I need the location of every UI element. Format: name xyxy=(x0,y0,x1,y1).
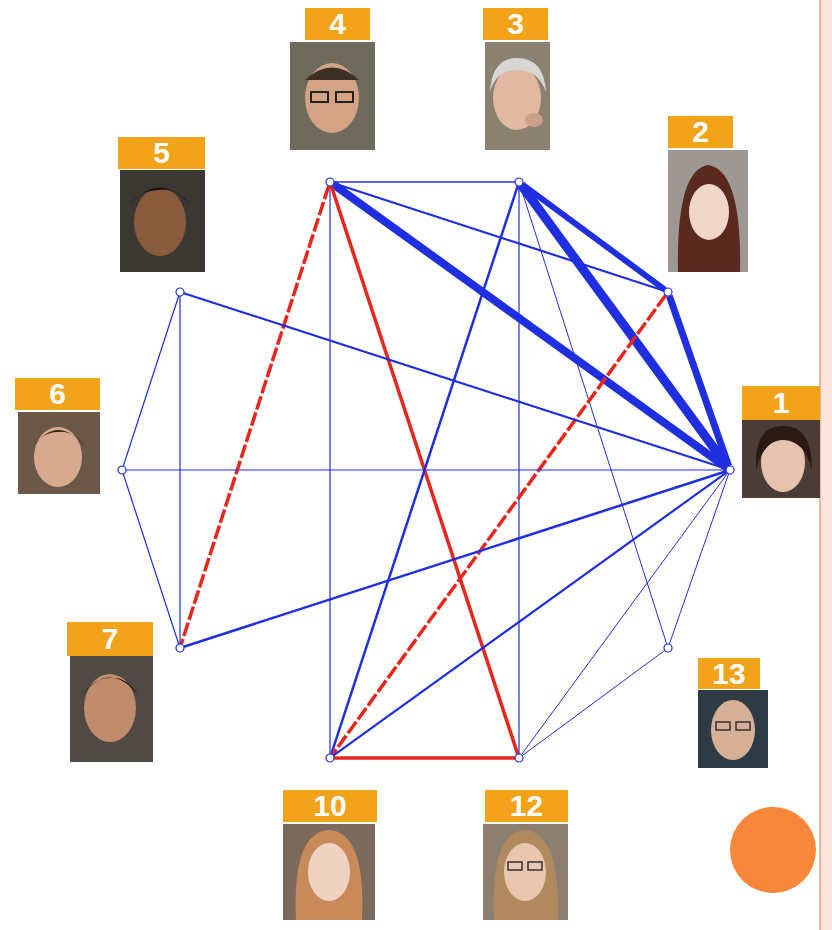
relation-line xyxy=(123,474,179,644)
vertex-circle xyxy=(175,287,185,297)
vertex-circle xyxy=(325,177,335,187)
character-node: 13 xyxy=(663,643,673,653)
vertex-circle xyxy=(663,287,673,297)
vertex-circle xyxy=(514,177,524,187)
relation-line xyxy=(333,184,727,467)
portrait xyxy=(18,412,100,494)
relation-line xyxy=(669,474,728,644)
character-node: 7 xyxy=(175,643,185,653)
character-number: 4 xyxy=(305,8,370,40)
relation-line xyxy=(123,296,179,466)
character-node: 5 xyxy=(175,287,185,297)
vertex-circle xyxy=(663,643,673,653)
relation-line xyxy=(334,183,664,291)
portrait xyxy=(483,824,568,920)
relation-line xyxy=(126,469,726,470)
character-number: 5 xyxy=(118,137,205,169)
relation-line xyxy=(521,185,727,467)
vertex-circle xyxy=(325,753,335,763)
vertex-dot xyxy=(515,754,523,762)
relation-line xyxy=(184,293,726,469)
vertex-dot xyxy=(726,466,734,474)
vertex-dot xyxy=(176,288,184,296)
relation-line xyxy=(181,186,329,644)
character-node: 2 xyxy=(663,287,673,297)
character-node: 10 xyxy=(325,753,335,763)
character-number: 12 xyxy=(485,790,568,822)
vertex-dot xyxy=(326,754,334,762)
character-number: 3 xyxy=(483,8,548,40)
portrait xyxy=(742,420,820,498)
character-number: 13 xyxy=(698,658,760,689)
portrait xyxy=(668,150,748,272)
relation-line xyxy=(669,296,728,466)
vertex-dot xyxy=(326,178,334,186)
side-strip xyxy=(820,0,832,930)
vertex-dot xyxy=(118,466,126,474)
vertex-dot xyxy=(176,644,184,652)
character-number: 10 xyxy=(283,790,377,822)
vertex-circle xyxy=(514,753,524,763)
vertex-circle xyxy=(117,465,127,475)
character-number: 6 xyxy=(15,378,100,410)
relation-line xyxy=(333,472,727,755)
vertex-dot xyxy=(515,178,523,186)
character-node: 1 xyxy=(725,465,735,475)
character-number: 2 xyxy=(668,116,733,148)
vertex-circle xyxy=(725,465,735,475)
relation-line xyxy=(521,473,727,755)
relation-line xyxy=(332,295,665,755)
relation-line xyxy=(334,756,515,760)
vertex-dot xyxy=(664,644,672,652)
character-node: 4 xyxy=(325,177,335,187)
character-number: 7 xyxy=(67,622,153,656)
character-node: 6 xyxy=(117,465,127,475)
character-node: 12 xyxy=(514,753,524,763)
relation-line xyxy=(334,181,515,182)
portrait xyxy=(485,42,550,150)
character-node: 3 xyxy=(514,177,524,187)
vertex-circle xyxy=(175,643,185,653)
relation-line xyxy=(522,650,665,755)
portrait xyxy=(70,656,153,762)
portrait xyxy=(120,170,205,272)
portrait xyxy=(283,824,375,920)
corner-dot xyxy=(730,807,816,893)
vertex-dot xyxy=(664,288,672,296)
portrait xyxy=(290,42,375,150)
portrait xyxy=(698,690,768,768)
relation-line xyxy=(522,184,665,289)
relation-line xyxy=(184,471,726,647)
relation-line xyxy=(520,186,667,644)
character-number: 1 xyxy=(742,386,820,420)
